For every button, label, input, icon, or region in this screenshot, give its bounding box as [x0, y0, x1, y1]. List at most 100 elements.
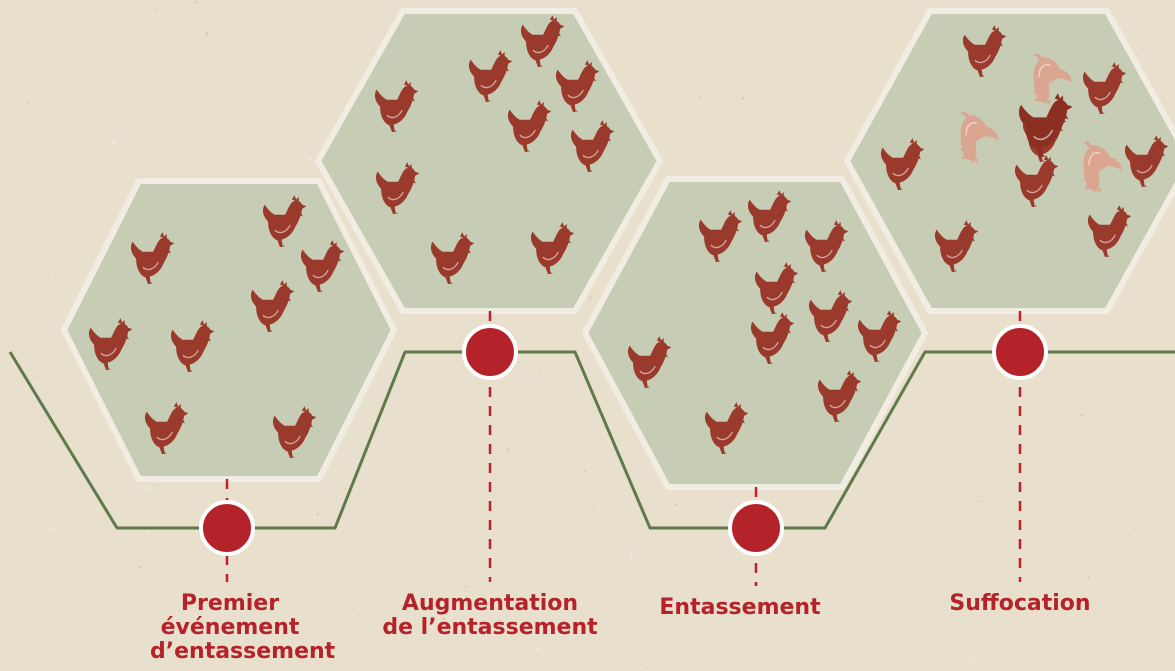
texture-speck [860, 107, 862, 108]
texture-speck [916, 464, 918, 466]
texture-speck [969, 497, 972, 500]
texture-speck [205, 32, 209, 36]
texture-speck [1129, 408, 1131, 410]
stage-label-line: de l’entassement [382, 615, 598, 640]
texture-speck [313, 641, 314, 643]
texture-speck [785, 1, 787, 3]
texture-speck [366, 547, 368, 550]
texture-speck [1041, 635, 1043, 637]
texture-speck [49, 526, 53, 530]
texture-speck [343, 82, 345, 84]
timeline-marker-icon [462, 324, 518, 380]
texture-speck [995, 502, 998, 505]
texture-speck [956, 411, 958, 414]
texture-speck [986, 639, 989, 641]
texture-speck [279, 592, 282, 595]
texture-speck [145, 530, 149, 534]
texture-speck [21, 206, 24, 209]
texture-speck [771, 50, 774, 53]
hexagon-stage-2 [315, 8, 663, 314]
texture-speck [827, 9, 829, 11]
texture-speck [404, 471, 407, 474]
texture-speck [1147, 659, 1149, 661]
texture-speck [980, 500, 983, 503]
texture-speck [95, 96, 97, 97]
texture-speck [537, 647, 540, 651]
texture-speck [345, 669, 347, 671]
texture-speck [520, 339, 522, 341]
texture-speck [972, 659, 975, 662]
texture-speck [65, 171, 68, 174]
texture-speck [575, 375, 577, 377]
stage-label-line: Suffocation [949, 591, 1091, 616]
hexagon-stage-1 [61, 178, 397, 482]
texture-speck [282, 636, 284, 638]
texture-speck [588, 296, 592, 300]
texture-speck [535, 584, 538, 587]
texture-speck [1133, 534, 1137, 538]
texture-speck [639, 663, 642, 666]
texture-speck [90, 590, 92, 592]
texture-speck [3, 655, 6, 658]
texture-speck [316, 513, 320, 516]
stage-label-line: événement [160, 615, 300, 640]
timeline-marker-icon [199, 500, 255, 556]
texture-speck [195, 0, 198, 4]
texture-speck [502, 469, 506, 472]
texture-speck [357, 608, 360, 611]
timeline-marker-icon [992, 324, 1048, 380]
timeline-marker-icon [728, 500, 784, 556]
texture-speck [741, 96, 745, 100]
texture-speck [1149, 3, 1151, 4]
stage-label-line: Entassement [659, 595, 821, 620]
texture-speck [464, 585, 468, 588]
texture-speck [54, 275, 58, 278]
texture-speck [506, 448, 510, 452]
texture-speck [74, 238, 76, 240]
texture-speck [1050, 381, 1051, 382]
texture-speck [388, 18, 389, 19]
texture-speck [33, 377, 36, 380]
stage-label-line: Premier [180, 591, 280, 616]
stage-label-line: d’entassement [150, 639, 336, 664]
texture-speck [1087, 576, 1091, 579]
texture-speck [139, 565, 142, 569]
texture-speck [732, 57, 734, 59]
texture-speck [527, 578, 530, 581]
stage-label-suffocation: Suffocation [930, 592, 1110, 616]
stage-label-augmentation: Augmentation de l’entassement [380, 592, 600, 640]
stage-label-entassement: Entassement [650, 596, 830, 620]
texture-speck [156, 484, 159, 487]
texture-speck [775, 582, 777, 585]
texture-speck [112, 141, 115, 144]
texture-speck [620, 632, 621, 634]
texture-speck [199, 660, 202, 663]
texture-speck [520, 368, 522, 370]
texture-speck [772, 102, 776, 105]
texture-speck [768, 4, 770, 6]
texture-speck [772, 585, 774, 587]
texture-speck [155, 7, 159, 10]
texture-speck [529, 495, 532, 497]
texture-speck [59, 235, 61, 237]
texture-speck [727, 66, 729, 68]
texture-speck [650, 15, 653, 17]
texture-speck [1045, 450, 1048, 452]
texture-speck [0, 326, 2, 328]
texture-speck [1080, 414, 1083, 417]
texture-speck [629, 556, 633, 559]
stage-label-line: Augmentation [401, 591, 579, 616]
texture-speck [1127, 344, 1128, 346]
texture-speck [266, 633, 268, 635]
texture-speck [309, 157, 312, 160]
stage-label-premier-evenement: Premier événement d’entassement [150, 591, 336, 664]
texture-speck [404, 422, 406, 424]
texture-speck [674, 503, 678, 506]
texture-speck [148, 487, 151, 491]
texture-speck [698, 95, 702, 98]
texture-speck [592, 508, 595, 510]
texture-speck [82, 107, 84, 109]
texture-speck [27, 102, 30, 105]
texture-speck [15, 164, 17, 166]
